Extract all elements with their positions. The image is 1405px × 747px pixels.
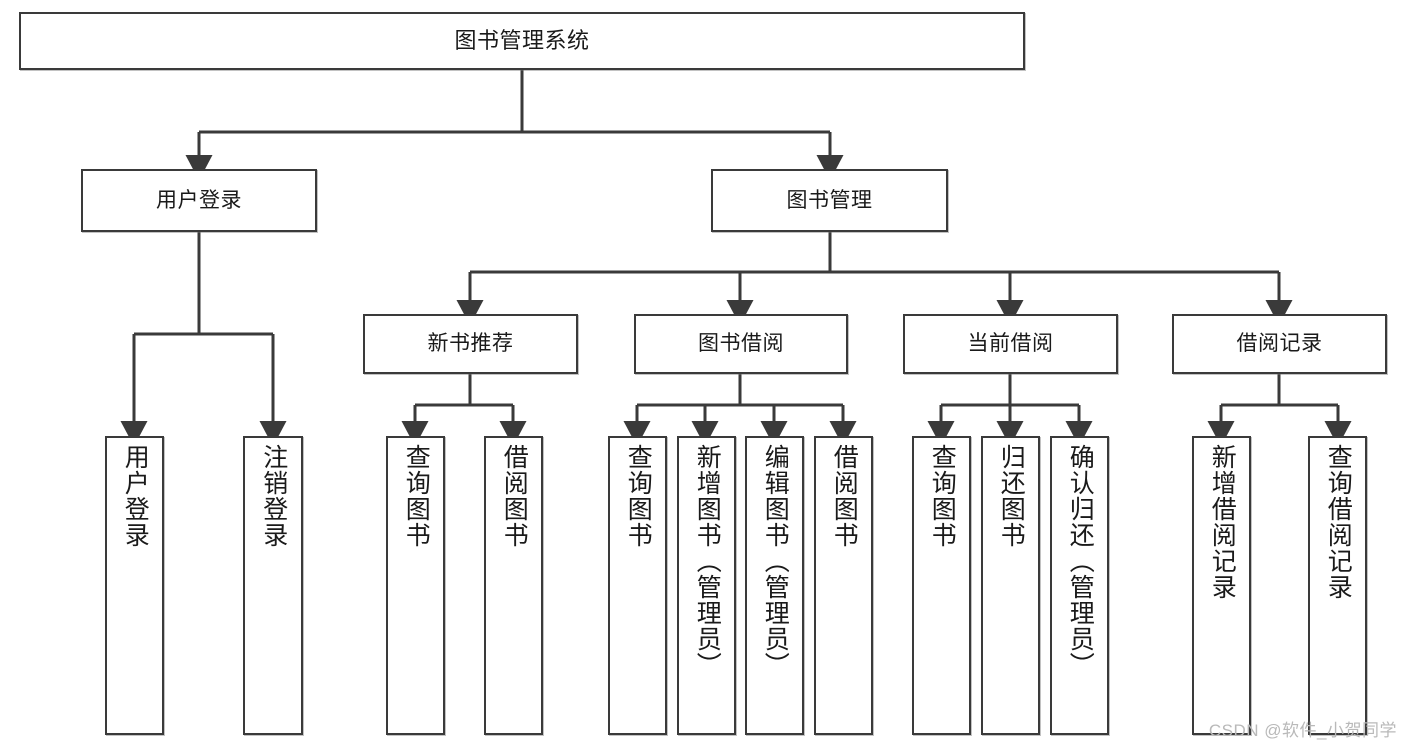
node-book-management[interactable]: 图书管理 — [711, 169, 948, 232]
node-borrow-record[interactable]: 借阅记录 — [1172, 314, 1387, 374]
node-label: 查询图书 — [624, 444, 653, 548]
node-current-borrow[interactable]: 当前借阅 — [903, 314, 1118, 374]
node-leaf-borrow-book[interactable]: 借阅图书 — [814, 436, 873, 735]
node-label: 查询图书 — [928, 444, 957, 548]
node-label: 查询借阅记录 — [1324, 444, 1353, 600]
node-leaf-query-book-current[interactable]: 查询图书 — [912, 436, 971, 735]
node-new-book-recommend[interactable]: 新书推荐 — [363, 314, 578, 374]
node-label: 图书借阅 — [698, 332, 784, 356]
node-leaf-confirm-return-admin[interactable]: 确认归还（管理员） — [1050, 436, 1109, 735]
node-label: 新增图书（管理员） — [693, 444, 722, 678]
node-label: 确认归还（管理员） — [1066, 444, 1095, 678]
node-leaf-add-book-admin[interactable]: 新增图书（管理员） — [677, 436, 736, 735]
node-label: 用户登录 — [156, 188, 242, 212]
node-leaf-query-borrow-record[interactable]: 查询借阅记录 — [1308, 436, 1367, 735]
node-label: 用户登录 — [121, 444, 150, 548]
node-label: 注销登录 — [259, 444, 288, 548]
node-leaf-user-login[interactable]: 用户登录 — [105, 436, 164, 735]
node-leaf-query-book-recommend[interactable]: 查询图书 — [386, 436, 445, 735]
node-label: 当前借阅 — [967, 332, 1054, 356]
node-label: 编辑图书（管理员） — [761, 444, 790, 678]
node-label: 图书管理 — [786, 188, 873, 212]
node-label: 图书管理系统 — [454, 27, 590, 53]
node-label: 归还图书 — [997, 444, 1026, 548]
node-book-borrow[interactable]: 图书借阅 — [634, 314, 848, 374]
watermark: CSDN @软件_小贺同学 — [1208, 721, 1397, 740]
node-label: 新书推荐 — [427, 332, 514, 356]
node-label: 查询图书 — [402, 444, 431, 548]
node-label: 借阅图书 — [830, 444, 859, 548]
node-leaf-add-borrow-record[interactable]: 新增借阅记录 — [1192, 436, 1251, 735]
node-root-book-management-system[interactable]: 图书管理系统 — [19, 12, 1025, 70]
node-leaf-return-book[interactable]: 归还图书 — [981, 436, 1040, 735]
node-leaf-user-logout[interactable]: 注销登录 — [243, 436, 303, 735]
node-user-login[interactable]: 用户登录 — [81, 169, 317, 232]
node-label: 借阅图书 — [500, 444, 529, 548]
node-leaf-edit-book-admin[interactable]: 编辑图书（管理员） — [745, 436, 804, 735]
node-label: 新增借阅记录 — [1208, 444, 1237, 600]
node-leaf-query-book-borrow[interactable]: 查询图书 — [608, 436, 667, 735]
node-label: 借阅记录 — [1236, 332, 1323, 356]
node-leaf-borrow-book-recommend[interactable]: 借阅图书 — [484, 436, 543, 735]
